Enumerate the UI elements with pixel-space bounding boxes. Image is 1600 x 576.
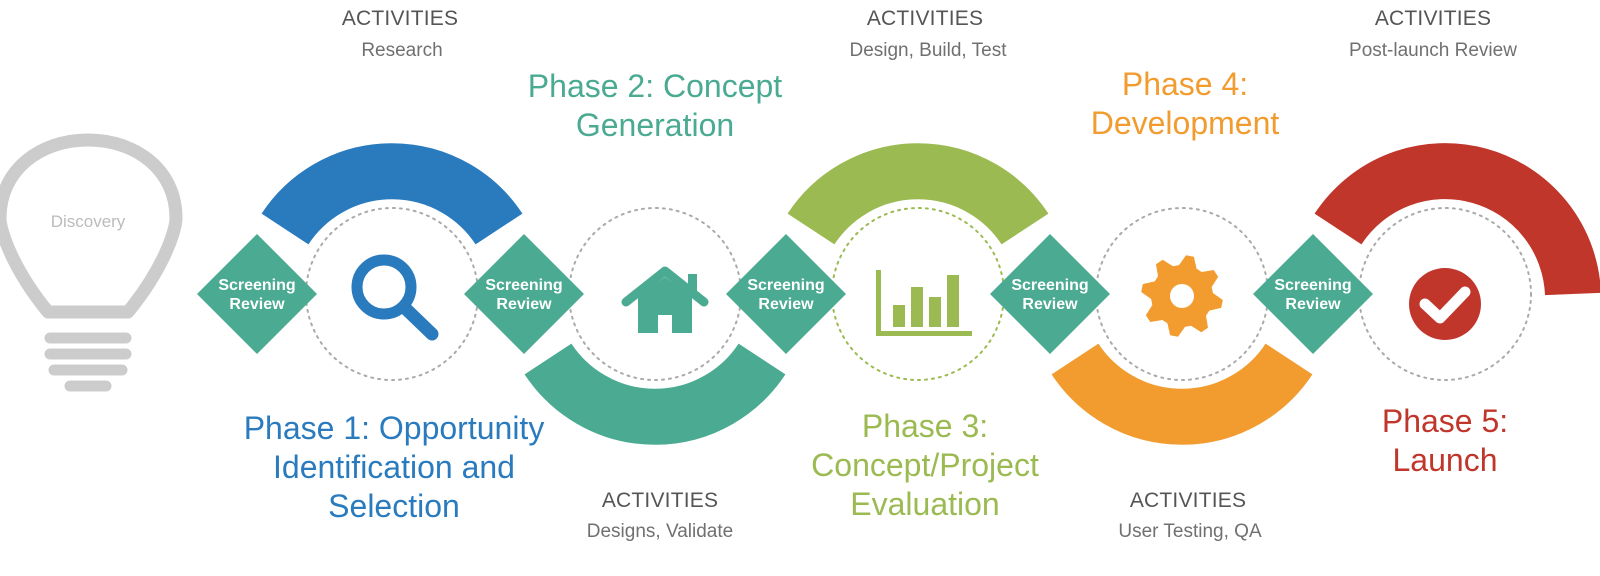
- gear-icon: [1141, 255, 1223, 337]
- phase-4-activities-heading: ACTIVITIES: [1129, 489, 1247, 512]
- phase-5-ring: [1358, 207, 1532, 381]
- phase-3-activities-heading: ACTIVITIES: [866, 7, 984, 30]
- screening-diamonds: [197, 234, 1373, 354]
- phase-1-arc: [261, 143, 523, 246]
- phase-5-title: Phase 5: Launch: [1381, 403, 1509, 478]
- phase-1-title: Phase 1: Opportunity Identification and …: [243, 410, 545, 524]
- phase-1-activities-heading: ACTIVITIES: [341, 7, 459, 30]
- screening-review-label-1: Screening Review: [218, 277, 296, 313]
- phase-3-title: Phase 3: Concept/Project Evaluation: [811, 408, 1039, 522]
- checkmark-circle-icon: [1409, 268, 1481, 340]
- screening-review-label-2: Screening Review: [485, 277, 563, 313]
- phase-arcs: [261, 143, 1600, 445]
- discovery-label: Discovery: [50, 212, 126, 231]
- phase-5-arc: [1314, 143, 1600, 296]
- phase-2-activities-heading: ACTIVITIES: [601, 489, 719, 512]
- phase-4-title: Phase 4: Development: [1090, 66, 1280, 141]
- phase-2-activities: Designs, Validate: [586, 521, 734, 542]
- phase-3-activities: Design, Build, Test: [849, 40, 1007, 61]
- bar-chart-icon: [876, 270, 972, 336]
- phase-2-title: Phase 2: Concept Generation: [527, 68, 783, 143]
- phase-5-activities: Post-launch Review: [1349, 40, 1517, 61]
- phase-4-activities: User Testing, QA: [1118, 521, 1262, 542]
- screening-diamond-3: [726, 234, 846, 354]
- screening-review-label-4: Screening Review: [1011, 277, 1089, 313]
- phase-3-arc: [787, 143, 1049, 246]
- phase-1-ring: [305, 207, 479, 381]
- gear-hole: [1170, 284, 1194, 308]
- phase-4-arc: [1051, 342, 1313, 445]
- magnifying-glass-icon: [351, 254, 439, 341]
- phase-5-activities-heading: ACTIVITIES: [1374, 7, 1492, 30]
- screening-diamond-1: [197, 234, 317, 354]
- phase-1-activities: Research: [361, 40, 443, 61]
- screening-review-label-5: Screening Review: [1274, 277, 1352, 313]
- phase-2-arc: [524, 342, 786, 445]
- lightbulb-icon: [0, 133, 183, 392]
- house-icon: [621, 266, 709, 333]
- screening-diamond-4: [990, 234, 1110, 354]
- screening-diamond-2: [464, 234, 584, 354]
- screening-review-label-3: Screening Review: [747, 277, 825, 313]
- screening-diamond-5: [1253, 234, 1373, 354]
